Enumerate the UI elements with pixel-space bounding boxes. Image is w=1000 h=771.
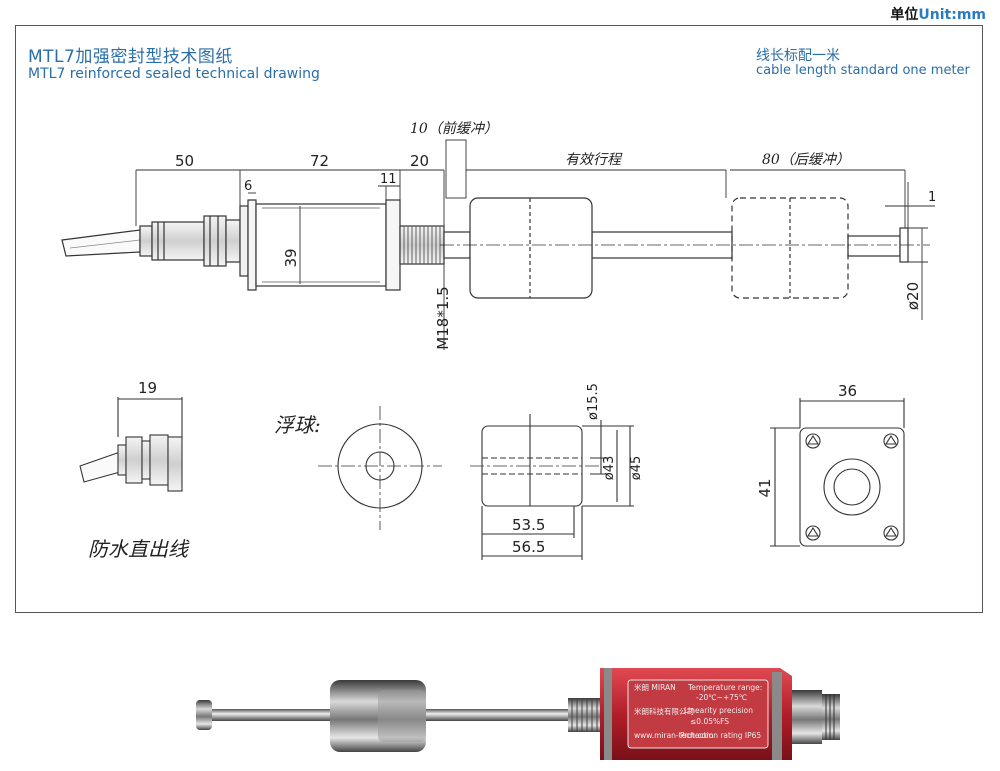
photo-protection: Protection rating IP65 (680, 731, 761, 740)
label-waterproof: 防水直出线 (88, 537, 190, 561)
dim-39: 39 (282, 248, 300, 267)
float-solid (469, 197, 593, 299)
float-front-view (318, 406, 442, 530)
cable-note-cn: 线长标配一米 (756, 48, 840, 64)
cable-note-en: cable length standard one meter (756, 63, 970, 78)
main-side-view (61, 197, 930, 299)
drawing-frame (15, 25, 983, 613)
float-side-view (470, 414, 634, 560)
dim-53-5: 53.5 (512, 516, 545, 534)
label-float: 浮球: (274, 413, 321, 437)
dim-dia15-5: ø15.5 (586, 383, 601, 420)
dim-stroke: 有效行程 (565, 152, 623, 168)
waterproof-cable-view (79, 397, 183, 492)
unit-label: 单位Unit:mm (890, 4, 986, 24)
title-en: MTL7 reinforced sealed technical drawing (28, 66, 320, 82)
dim-36: 36 (838, 382, 857, 400)
dim-dia45: ø45 (629, 456, 644, 481)
dim-56-5: 56.5 (512, 538, 545, 556)
housing-end-view (770, 398, 905, 547)
dim-front-buffer: 10（前缓冲） (410, 121, 498, 137)
dim-thread: M18*1.5 (434, 286, 452, 349)
dim-50: 50 (175, 152, 194, 170)
dim-72: 72 (310, 152, 329, 170)
housing (255, 203, 387, 287)
photo-linearity: Linearity precision (684, 706, 753, 715)
photo-brand: 米朗 MIRAN (634, 682, 676, 692)
photo-site: www.miran-tech.com (634, 731, 713, 740)
dim-rear-buffer: 80（后缓冲） (762, 152, 850, 168)
cable-gland (139, 225, 153, 257)
photo-company: 米朗科技有限公司 (634, 706, 694, 716)
dim-dia43: ø43 (602, 456, 617, 481)
unit-cn: 单位 (890, 7, 919, 23)
dim-20: 20 (410, 152, 429, 170)
dim-41: 41 (756, 478, 774, 497)
product-photo: 米朗 MIRAN Temperature range: -20℃~+75℃ 米朗… (196, 668, 840, 760)
unit-en: Unit:mm (918, 7, 986, 23)
dim-6: 6 (244, 179, 252, 194)
photo-temp-val: -20℃~+75℃ (696, 693, 747, 702)
photo-linearity-val: ≤0.05%FS (690, 717, 729, 726)
dim-19: 19 (138, 379, 157, 397)
threaded-section (399, 225, 445, 265)
photo-connector (792, 690, 822, 744)
photo-temp: Temperature range: (687, 683, 762, 692)
title-cn: MTL7加强密封型技术图纸 (28, 47, 233, 67)
dim-dia20: ø20 (904, 282, 922, 310)
cable (61, 229, 141, 257)
dim-11: 11 (380, 172, 397, 187)
dim-1: 1 (928, 190, 936, 205)
photo-thread (568, 698, 604, 732)
